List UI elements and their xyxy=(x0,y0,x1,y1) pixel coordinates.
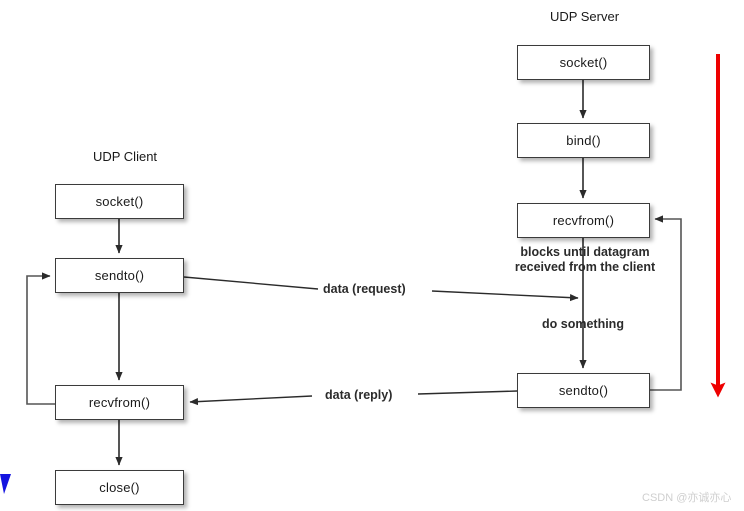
edge-data-request-left xyxy=(183,276,319,290)
blue-marker-icon xyxy=(0,474,11,494)
client-node-close[interactable]: close() xyxy=(55,470,184,505)
watermark-text: CSDN @亦诚亦心 xyxy=(642,492,732,504)
note-blocks-until-datagram: blocks until datagram received from the … xyxy=(514,245,656,274)
edge-client-loop-back xyxy=(26,272,55,405)
note-do-something: do something xyxy=(542,317,624,331)
client-column-title: UDP Client xyxy=(92,149,158,164)
server-node-sendto[interactable]: sendto() xyxy=(517,373,650,408)
client-node-recvfrom[interactable]: recvfrom() xyxy=(55,385,184,420)
client-node-sendto[interactable]: sendto() xyxy=(55,258,184,293)
server-node-bind[interactable]: bind() xyxy=(517,123,650,158)
edge-data-reply-left xyxy=(189,395,313,406)
edge-data-request-right xyxy=(431,290,579,302)
client-node-socket[interactable]: socket() xyxy=(55,184,184,219)
edge-label-data-request: data (request) xyxy=(320,282,409,296)
edge-label-data-reply: data (reply) xyxy=(322,388,396,402)
server-node-recvfrom[interactable]: recvfrom() xyxy=(517,203,650,238)
server-column-title: UDP Server xyxy=(549,9,620,24)
edge-data-reply-right xyxy=(417,390,518,395)
server-node-socket[interactable]: socket() xyxy=(517,45,650,80)
